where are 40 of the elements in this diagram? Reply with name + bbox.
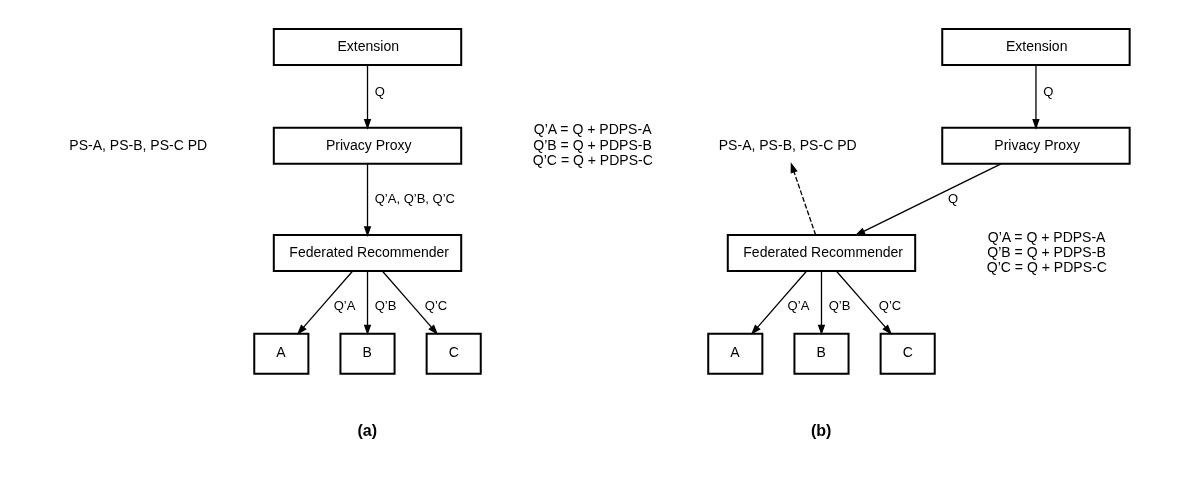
node-box: B — [792, 332, 850, 375]
arrow — [363, 64, 371, 130]
node-text: PS-A, PS-B, PS-C PD — [718, 136, 857, 152]
node-box: A — [252, 332, 309, 375]
arrow — [750, 270, 807, 335]
arrow — [835, 270, 892, 335]
edge-label: Q’B — [828, 297, 850, 313]
edge-label: Q’C — [424, 297, 447, 313]
node-box: Federated Recommender — [272, 233, 462, 272]
edge-label: Q — [1042, 83, 1053, 99]
node-box: A — [706, 332, 763, 375]
node-box: C — [879, 332, 936, 375]
label: (a) — [356, 420, 377, 439]
node-box: Extension — [940, 27, 1131, 66]
edge-label: Q’A — [787, 297, 809, 313]
edge-label: Q’A, Q’B, Q’C — [374, 190, 455, 206]
node-label: Q’B = Q + PDPS-B — [532, 136, 652, 152]
arrow — [363, 163, 371, 237]
arrow — [1031, 64, 1040, 130]
label: (b) — [810, 420, 831, 439]
edge-label: Q’A — [333, 297, 355, 313]
arrow — [363, 270, 371, 335]
edge-label: Q — [374, 83, 385, 99]
node-box: B — [338, 332, 396, 375]
edge-label: Q — [947, 190, 958, 206]
arrow — [381, 270, 438, 335]
node-label: Q’A = Q + PDPS-A — [987, 228, 1105, 245]
node-box: Extension — [272, 27, 462, 66]
node-box: Privacy Proxy — [940, 126, 1131, 165]
arrow — [296, 270, 353, 335]
arrow — [817, 270, 825, 335]
arrow — [790, 161, 816, 236]
edge-label: Q’C — [878, 297, 901, 313]
node-box: Privacy Proxy — [272, 126, 462, 165]
node-box: C — [425, 332, 482, 375]
edge-label: Q’B — [374, 297, 396, 313]
node-label: Q’A = Q + PDPS-A — [533, 120, 651, 137]
arrow — [854, 162, 1002, 236]
node-box: Federated Recommender — [726, 233, 916, 272]
label: PS-A, PS-B, PS-C PD — [68, 136, 207, 152]
